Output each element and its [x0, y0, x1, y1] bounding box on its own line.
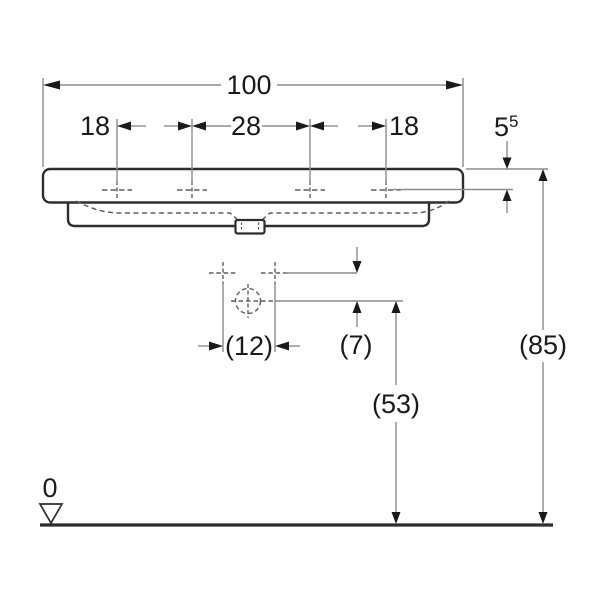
fixing-hole-cross-left	[209, 262, 237, 284]
dimension-bracket-offset: (7)	[340, 247, 373, 360]
arrowhead-right	[446, 80, 463, 90]
dim-label-rim-to-tap: 55	[494, 112, 519, 142]
dimension-outlet-height: (53)	[372, 301, 420, 524]
floor-datum: 0	[38, 473, 553, 527]
dim-superscript: 5	[509, 112, 518, 131]
dimension-rim-to-tap: 55	[394, 112, 548, 213]
dimension-rim-height: (85)	[519, 169, 567, 524]
dim-label-rim-height: (85)	[519, 330, 567, 360]
dim-label-tap-right: 18	[389, 111, 419, 141]
dim-label-tap-center: 28	[231, 111, 261, 141]
dim-label-tap-left: 18	[80, 111, 110, 141]
dimension-total-width: 100	[42, 70, 464, 167]
dim-label-outlet-height: (53)	[372, 389, 420, 419]
dimension-tap-spacing: 18 28 18	[80, 111, 419, 184]
drain-outlet-box	[234, 218, 266, 235]
bowl-hidden-outline	[75, 199, 451, 221]
dim-label-bracket-offset: (7)	[340, 330, 373, 360]
datum-level-label: 0	[42, 473, 57, 503]
dim-label-bracket-spacing: (12)	[225, 331, 273, 361]
dimension-bracket-spacing: (12)	[198, 331, 300, 361]
dim-value: 5	[494, 112, 509, 142]
arrowhead-left	[43, 80, 60, 90]
basin-rim	[41, 167, 465, 204]
washbasin-body	[41, 167, 465, 235]
fixing-holes-detail	[209, 262, 403, 352]
datum-triangle-icon	[38, 503, 64, 525]
dim-label-total-width: 100	[226, 70, 271, 100]
